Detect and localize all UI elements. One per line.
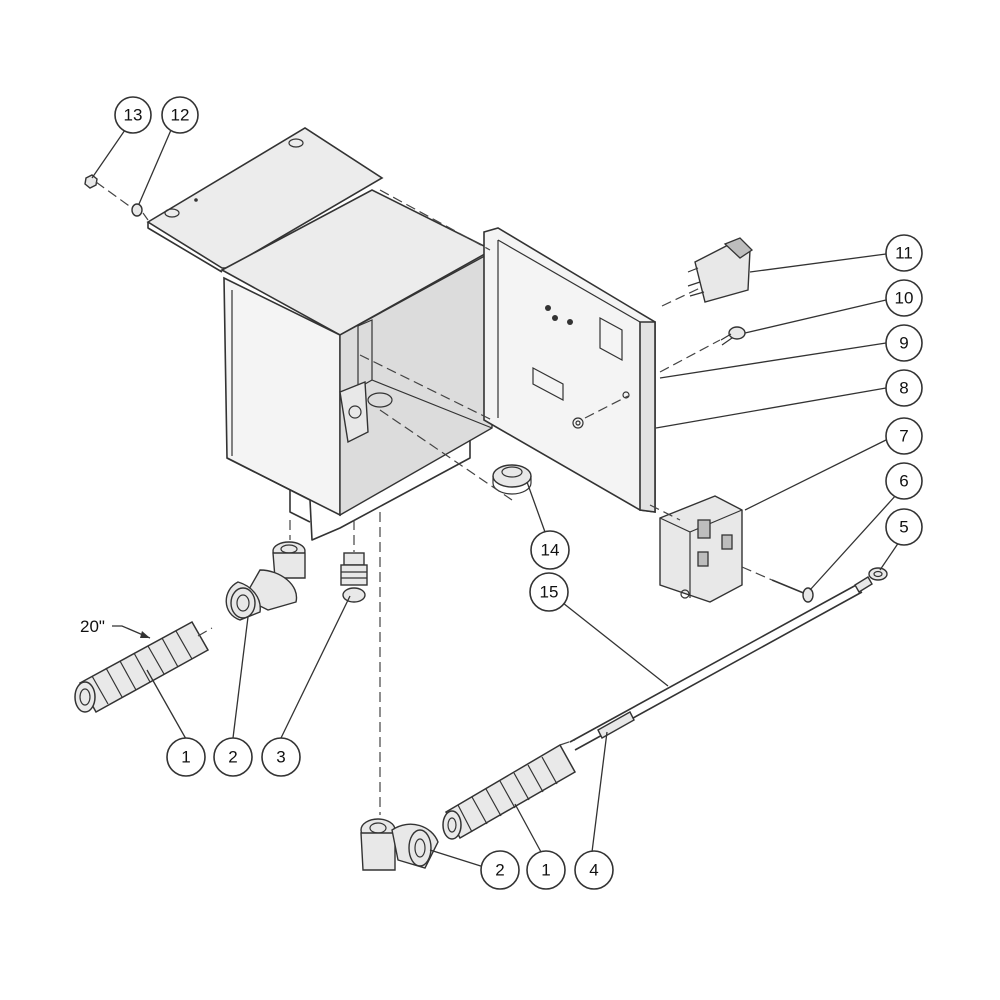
callout-1-left: 1 (166, 737, 206, 777)
callout-11: 11 (885, 234, 923, 272)
screw-10 (720, 326, 746, 346)
svg-text:6: 6 (899, 472, 908, 491)
elbow-fitting-lower (360, 818, 439, 871)
locknut (492, 464, 532, 495)
callout-3: 3 (261, 737, 301, 777)
washer-12 (131, 203, 143, 217)
svg-text:10: 10 (895, 289, 914, 308)
callout-4: 4 (574, 850, 614, 890)
svg-text:4: 4 (589, 861, 598, 880)
svg-text:14: 14 (541, 541, 560, 560)
screw-6 (771, 579, 814, 603)
svg-text:2: 2 (495, 861, 504, 880)
assembly-lines (95, 181, 773, 815)
flexible-conduit-right (442, 743, 577, 840)
mounting-hole (164, 208, 180, 218)
svg-text:3: 3 (276, 748, 285, 767)
svg-text:13: 13 (124, 106, 143, 125)
callout-5: 5 (885, 508, 923, 546)
callout-7: 7 (885, 417, 923, 455)
switch-cutout (599, 316, 623, 362)
svg-text:5: 5 (899, 518, 908, 537)
callout-14: 14 (530, 530, 570, 570)
svg-text:2: 2 (228, 748, 237, 767)
label-plate (532, 367, 564, 401)
washer-9 (572, 417, 584, 429)
enclosure-box (146, 127, 494, 541)
elbow-fitting-upper (225, 541, 306, 621)
length-dimension: 20" (80, 617, 151, 639)
ground-lug (339, 380, 393, 444)
callout-9: 9 (885, 324, 923, 362)
nut-13 (84, 174, 98, 189)
callout-2-left: 2 (213, 737, 253, 777)
enclosure-door (483, 227, 656, 513)
callout-10: 10 (885, 279, 923, 317)
flexible-conduit-left (74, 620, 210, 714)
dimension-label: 20" (80, 617, 105, 636)
svg-text:1: 1 (541, 861, 550, 880)
svg-text:7: 7 (899, 427, 908, 446)
terminal-block (659, 495, 743, 603)
straight-connector (340, 552, 368, 603)
leader-lines (91, 129, 900, 869)
callout-13: 13 (114, 96, 152, 134)
svg-text:11: 11 (895, 244, 913, 263)
svg-text:8: 8 (899, 379, 908, 398)
callout-1-lower: 1 (526, 850, 566, 890)
callout-15: 15 (529, 572, 569, 612)
callout-12: 12 (161, 96, 199, 134)
callout-8: 8 (885, 369, 923, 407)
mounting-hole (288, 138, 304, 148)
svg-text:1: 1 (181, 748, 190, 767)
wire-lead (569, 583, 863, 751)
svg-text:9: 9 (899, 334, 908, 353)
rocker-switch (687, 237, 754, 303)
svg-text:15: 15 (540, 583, 559, 602)
callout-2-lower: 2 (480, 850, 520, 890)
ring-terminal (854, 567, 888, 593)
svg-text:12: 12 (171, 106, 190, 125)
callout-6: 6 (885, 462, 923, 500)
